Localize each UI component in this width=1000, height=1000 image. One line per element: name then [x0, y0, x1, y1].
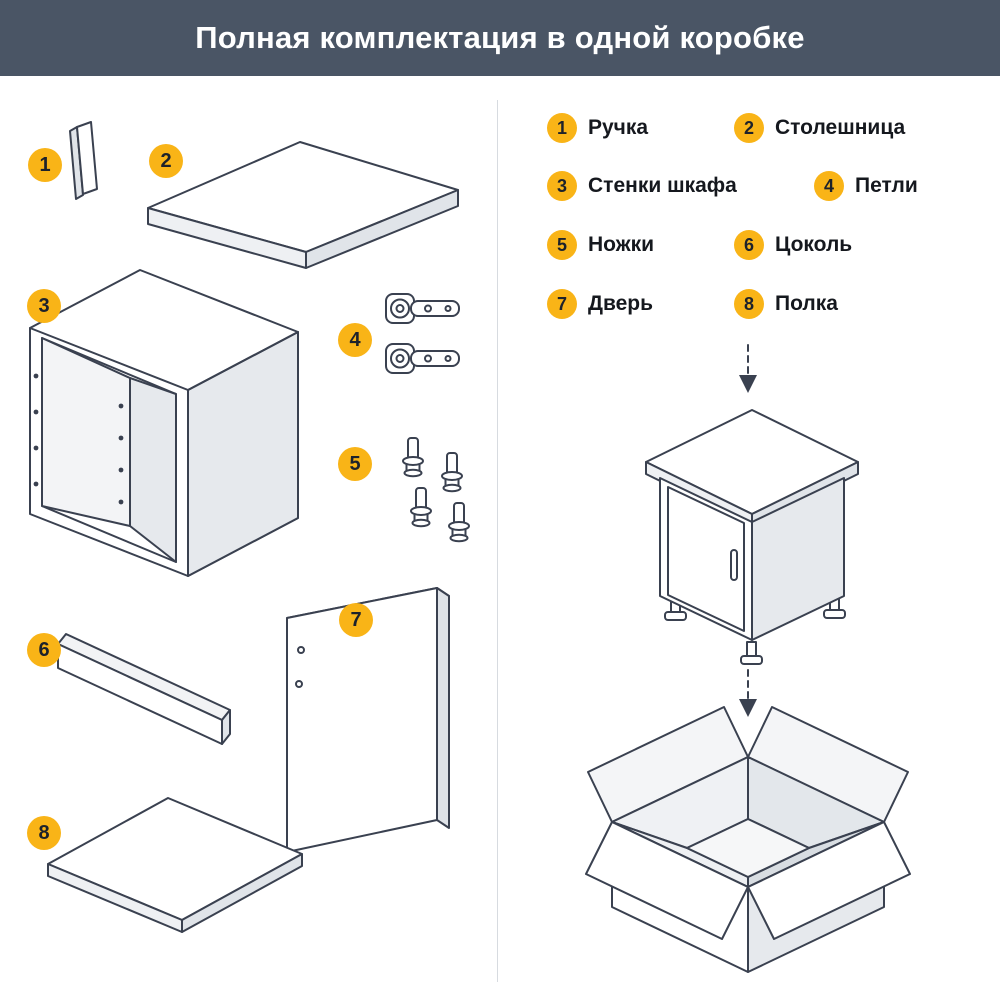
legend-number-badge: 1	[547, 113, 577, 143]
packaging-box-drawing	[585, 706, 911, 973]
legend-label: Столешница	[775, 116, 906, 139]
part-badge-5: 5	[338, 447, 372, 481]
part-badge-4: 4	[338, 323, 372, 357]
header-bar: Полная комплектация в одной коробке	[0, 0, 1000, 76]
legend-label: Дверь	[588, 292, 654, 315]
legend-number-badge: 7	[547, 289, 577, 319]
legend-number-badge: 3	[547, 171, 577, 201]
part-badge-7: 7	[339, 603, 373, 637]
hinge-icon	[385, 293, 460, 324]
divider	[497, 100, 498, 982]
cabinet-handle-icon	[730, 549, 738, 581]
arrow-down-icon	[739, 669, 757, 717]
legend-label: Ножки	[588, 233, 655, 256]
plinth-drawing	[57, 633, 231, 745]
handle-drawing	[69, 121, 98, 200]
legend-item-2: 2 Столешница	[734, 113, 905, 143]
legend-item-8: 8 Полка	[734, 289, 838, 319]
legend-number-badge: 6	[734, 230, 764, 260]
legend-item-3: 3 Стенки шкафа	[547, 171, 737, 201]
leg-icon	[402, 437, 424, 478]
leg-icon	[410, 487, 432, 528]
part-badge-3: 3	[27, 289, 61, 323]
legend-item-7: 7 Дверь	[547, 289, 653, 319]
legend-number-badge: 8	[734, 289, 764, 319]
countertop-drawing	[147, 141, 459, 269]
legend-item-5: 5 Ножки	[547, 230, 654, 260]
part-badge-6: 6	[27, 633, 61, 667]
assembly-flow-drawing	[585, 344, 911, 973]
legend-label: Цоколь	[775, 233, 853, 256]
leg-icon	[441, 452, 463, 493]
part-badge-8: 8	[27, 816, 61, 850]
legend-label: Петли	[855, 174, 918, 197]
leg-icon	[448, 502, 470, 543]
shelf-drawing	[47, 797, 303, 933]
exploded-parts-drawing	[29, 121, 470, 933]
part-badge-1: 1	[28, 148, 62, 182]
legend-item-1: 1 Ручка	[547, 113, 648, 143]
cabinet-carcass-drawing	[29, 269, 299, 577]
legend-number-badge: 4	[814, 171, 844, 201]
cabinet-leg-icon	[664, 595, 846, 665]
legend-number-badge: 5	[547, 230, 577, 260]
assembled-cabinet-drawing	[645, 409, 859, 665]
legend-label: Стенки шкафа	[588, 174, 737, 197]
legend-item-4: 4 Петли	[814, 171, 918, 201]
legend-label: Полка	[775, 292, 838, 315]
legend-label: Ручка	[588, 116, 649, 139]
legend-item-6: 6 Цоколь	[734, 230, 852, 260]
legs-drawing	[402, 437, 470, 543]
hinge-icon	[385, 343, 460, 374]
hinges-drawing	[385, 293, 460, 374]
legend-number-badge: 2	[734, 113, 764, 143]
part-badge-2: 2	[149, 144, 183, 178]
arrow-down-icon	[739, 344, 757, 393]
page-title: Полная комплектация в одной коробке	[195, 20, 805, 55]
